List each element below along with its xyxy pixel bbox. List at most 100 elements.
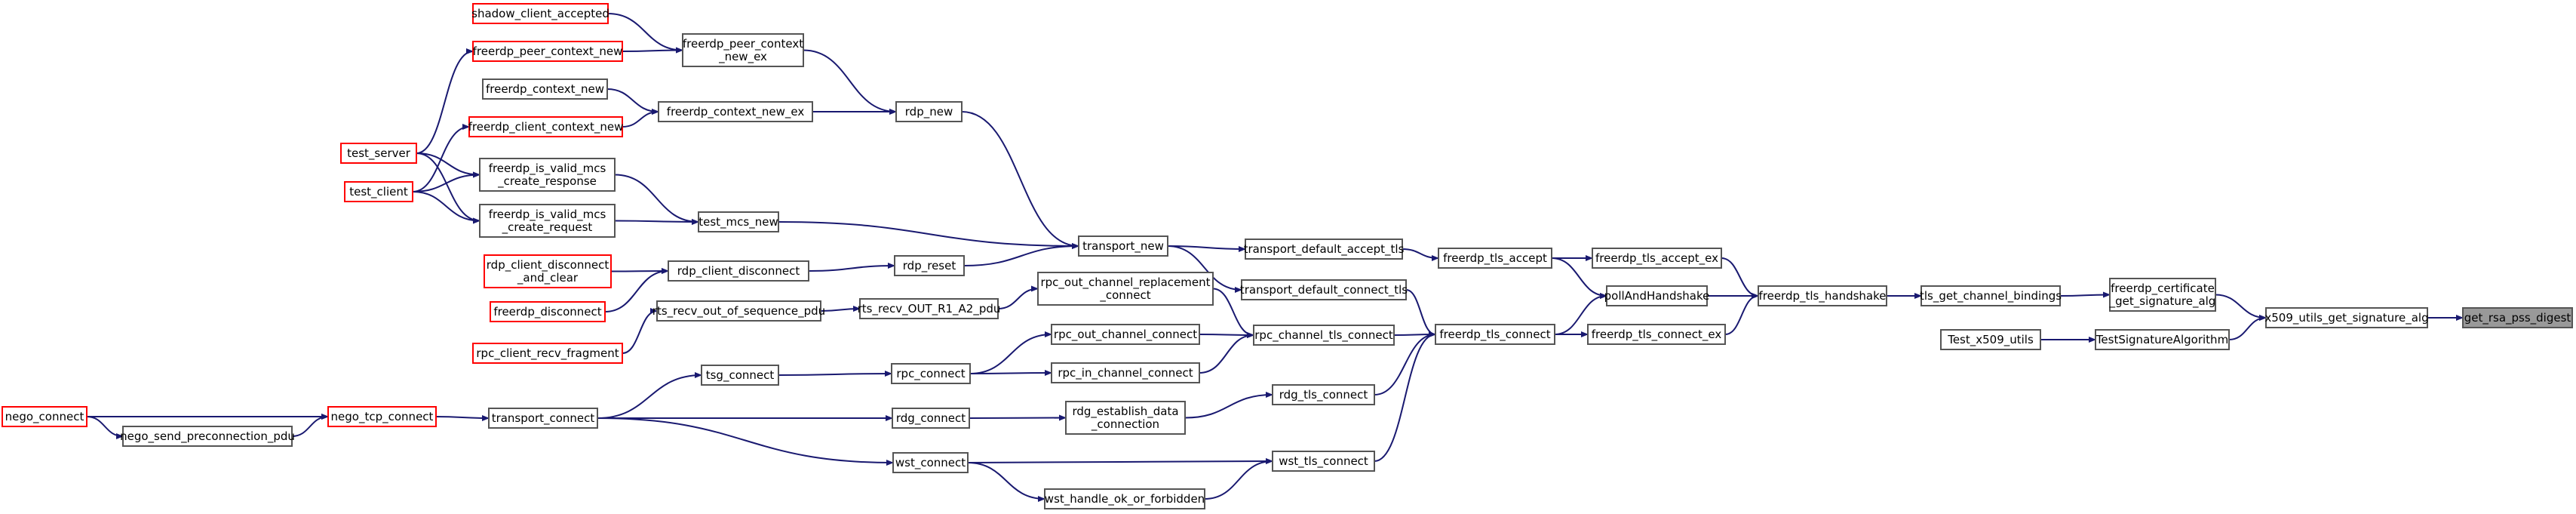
node-box [122,426,293,447]
node-label: freerdp_context_new [486,82,604,97]
node-transport-default-accept-tls[interactable]: transport_default_accept_tls [1244,239,1405,260]
edge-test-server-to-freerdp-is-valid-mcs-create-request [416,152,481,224]
node-rts-recv-out-r1-a2-pdu[interactable]: rts_recv_OUT_R1_A2_pdu [858,298,1001,319]
edge-rdp-reset-to-transport-new [963,243,1079,266]
node-nego-send-preconnection-pdu[interactable]: nego_send_preconnection_pdu [120,426,295,447]
edge-rpc-in-channel-connect-to-rpc-channel-tls-connect [1199,332,1254,374]
edge-transport-connect-to-tsg-connect [597,372,702,419]
node-test-signature-algorithm[interactable]: TestSignatureAlgorithm [2095,329,2230,350]
node-box [656,300,821,322]
node-test-server[interactable]: test_server [340,143,417,164]
node-shadow-client-accepted[interactable]: shadow_client_accepted [471,3,609,24]
node-freerdp-tls-connect[interactable]: freerdp_tls_connect [1435,324,1555,345]
node-label: nego_connect [5,410,84,424]
node-nego-connect[interactable]: nego_connect [2,406,88,427]
node-rpc-client-recv-fragment[interactable]: rpc_client_recv_fragment [472,343,623,364]
node-box [892,452,969,473]
node-freerdp-tls-handshake[interactable]: freerdp_tls_handshake [1758,285,1887,306]
nodes-layer: shadow_client_accepted freerdp_peer_conte… [2,3,2573,509]
node-wst-tls-connect[interactable]: wst_tls_connect [1272,451,1375,472]
node-label: shadow_client_accepted [471,7,609,21]
node-label: freerdp_disconnect [493,305,601,319]
node-rdg-establish-data-connection[interactable]: rdg_establish_data_connection [1065,401,1186,435]
node-label: transport_default_accept_tls [1244,242,1405,257]
node-rdp-client-disconnect-and-clear[interactable]: rdp_client_disconnect_and_clear [484,254,612,288]
node-box [468,116,623,137]
node-label: nego_send_preconnection_pdu [120,429,295,444]
node-freerdp-client-context-new[interactable]: freerdp_client_context_new [468,116,624,137]
node-rdg-connect[interactable]: rdg_connect [892,408,970,429]
node-label: rts_recv_OUT_R1_A2_pdu [858,302,1001,316]
node-freerdp-tls-connect-ex[interactable]: freerdp_tls_connect_ex [1587,324,1726,345]
node-transport-connect[interactable]: transport_connect [488,408,598,429]
node-box [472,41,623,62]
node-label: freerdp_client_context_new [468,120,624,134]
edge-freerdp-tls-accept-ex-to-freerdp-tls-handshake [1721,257,1759,299]
node-poll-and-handshake[interactable]: pollAndHandshake [1604,285,1710,306]
node-label: freerdp_tls_accept [1443,251,1547,266]
node-transport-new[interactable]: transport_new [1078,235,1168,257]
node-freerdp-tls-accept[interactable]: freerdp_tls_accept [1438,248,1552,269]
node-tls-get-channel-bindings[interactable]: tls_get_channel_bindings [1920,285,2062,306]
node-box [2095,329,2230,350]
edge-freerdp-client-context-new-to-freerdp-context-new-ex [622,109,659,128]
node-label: transport_default_connect_tls [1240,283,1408,297]
node-box [1037,272,1214,306]
edge-rdg-establish-data-connection-to-rdg-tls-connect [1184,392,1273,419]
node-wst-connect[interactable]: wst_connect [892,452,969,473]
edge-freerdp-tls-connect-ex-to-freerdp-tls-handshake [1724,293,1759,335]
node-label: _and_clear [517,271,579,285]
node-box [698,211,779,232]
node-rdg-tls-connect[interactable]: rdg_tls_connect [1272,384,1375,405]
edge-transport-new-to-transport-default-accept-tls [1167,245,1246,252]
node-rdp-reset[interactable]: rdp_reset [894,255,965,276]
node-wst-handle-ok-or-forbidden[interactable]: wst_handle_ok_or_forbidden [1044,488,1205,509]
node-freerdp-disconnect[interactable]: freerdp_disconnect [490,301,606,322]
node-box [1940,329,2041,350]
node-box [1245,239,1403,260]
node-test-mcs-new[interactable]: test_mcs_new [698,211,779,232]
node-rpc-out-channel-replacement-connect[interactable]: rpc_out_channel_replacement_connect [1037,272,1214,306]
node-label: freerdp_tls_connect_ex [1592,328,1722,342]
node-box [1435,324,1555,345]
node-rpc-channel-tls-connect[interactable]: rpc_channel_tls_connect [1253,325,1395,346]
node-tsg-connect[interactable]: tsg_connect [701,365,779,386]
node-x509-utils-get-signature-alg[interactable]: x509_utils_get_signature_alg [2264,307,2429,328]
edge-transport-connect-to-wst-connect [597,417,894,466]
node-freerdp-certificate-get-signature-alg[interactable]: freerdp_certificate_get_signature_alg [2109,278,2216,312]
node-rpc-in-channel-connect[interactable]: rpc_in_channel_connect [1051,362,1200,383]
node-box [701,365,779,386]
node-rpc-connect[interactable]: rpc_connect [891,363,971,384]
node-label: test_mcs_new [698,215,778,229]
node-test-x509-utils[interactable]: Test_x509_utils [1940,329,2041,350]
node-rpc-out-channel-connect[interactable]: rpc_out_channel_connect [1051,324,1200,345]
node-box [1065,401,1186,435]
node-freerdp-tls-accept-ex[interactable]: freerdp_tls_accept_ex [1592,248,1722,269]
edge-rts-recv-out-r1-a2-pdu-to-rpc-out-channel-replacement-connect [997,285,1039,309]
node-box [340,143,417,164]
node-freerdp-is-valid-mcs-create-request[interactable]: freerdp_is_valid_mcs_create_request [479,204,616,238]
node-nego-tcp-connect[interactable]: nego_tcp_connect [327,406,437,427]
edge-wst-tls-connect-to-freerdp-tls-connect [1374,331,1436,462]
node-box [2462,307,2573,328]
node-label: rpc_channel_tls_connect [1254,328,1393,343]
node-label: TestSignatureAlgorithm [2095,333,2228,346]
node-label: wst_connect [895,456,966,470]
node-rts-recv-out-of-sequence-pdu[interactable]: rts_recv_out_of_sequence_pdu [652,300,825,322]
node-freerdp-context-new-ex[interactable]: freerdp_context_new_ex [658,101,813,122]
node-freerdp-is-valid-mcs-create-response[interactable]: freerdp_is_valid_mcs_create_response [479,158,616,192]
node-test-client[interactable]: test_client [344,181,413,202]
edge-test-server-to-freerdp-is-valid-mcs-create-response [416,152,481,178]
edge-shadow-client-accepted-to-freerdp-peer-context-new-ex [607,13,683,54]
node-box [490,301,606,322]
node-rdp-new[interactable]: rdp_new [895,101,963,122]
node-transport-default-connect-tls[interactable]: transport_default_connect_tls [1240,279,1408,300]
edge-freerdp-tls-accept-to-poll-and-handshake [1551,257,1607,299]
node-freerdp-context-new[interactable]: freerdp_context_new [482,78,608,100]
node-rdp-client-disconnect[interactable]: rdp_client_disconnect [668,260,809,282]
edge-nego-connect-to-nego-send-preconnection-pdu [86,416,124,439]
node-freerdp-peer-context-new[interactable]: freerdp_peer_context_new [472,41,623,62]
node-label: rdg_connect [896,411,966,426]
edge-freerdp-peer-context-new-to-freerdp-peer-context-new-ex [622,47,683,54]
node-freerdp-peer-context-new-ex[interactable]: freerdp_peer_context_new_ex [682,33,804,67]
